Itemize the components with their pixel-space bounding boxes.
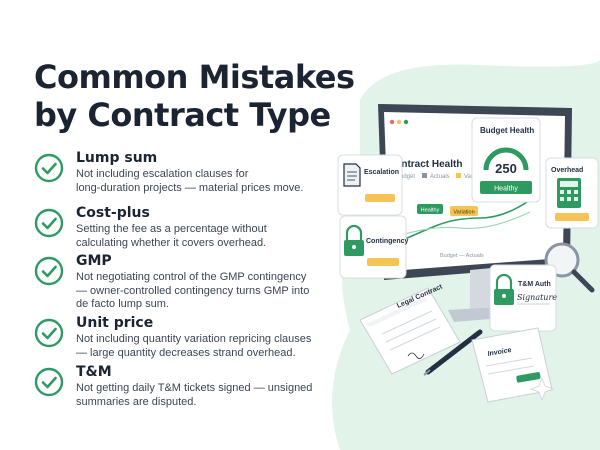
check-circle-icon — [34, 318, 64, 348]
tm-auth-label: T&M Auth — [518, 281, 551, 288]
calculator-icon — [557, 178, 581, 208]
page-title: Common Mistakes by Contract Type — [34, 58, 364, 134]
contingency-label: Contingency — [366, 238, 408, 245]
item-description: Not negotiating control of the GMP conti… — [76, 271, 310, 310]
check-circle-icon — [34, 367, 64, 397]
document-icon — [343, 163, 361, 187]
budget-health-card: Budget Health 250 Healthy — [471, 117, 541, 203]
overhead-card: Overhead — [545, 157, 599, 229]
legal-contract-paper: Legal Contract — [359, 283, 461, 375]
padlock-icon — [344, 224, 364, 256]
monitor-footer: Budget — Actuals — [440, 253, 484, 259]
monitor-header: Contract Health — [388, 159, 462, 170]
invoice-card: Invoice — [471, 327, 553, 403]
pen-icon — [423, 329, 483, 376]
item-title: Unit price — [76, 315, 154, 331]
tm-auth-signature: Signature — [517, 293, 557, 302]
escalation-label: Escalation — [364, 169, 399, 176]
title-line-2: by Contract Type — [34, 96, 331, 134]
legend-budget: Budget — [396, 174, 415, 180]
item-title: T&M — [76, 364, 112, 380]
overhead-label: Overhead — [551, 167, 583, 174]
item-description: Setting the fee as a percentage without … — [76, 223, 267, 249]
budget-health-label: Budget Health — [480, 126, 534, 135]
invoice-label: Invoice — [487, 347, 512, 358]
contingency-card: Contingency — [339, 215, 408, 279]
sparkle-icon — [529, 376, 555, 402]
padlock-icon — [494, 273, 514, 305]
check-circle-icon — [34, 256, 64, 286]
item-title: GMP — [76, 253, 112, 269]
item-description: Not getting daily T&M tickets signed — u… — [76, 382, 313, 408]
tag-variation: Variation — [453, 210, 474, 216]
check-circle-icon — [34, 208, 64, 238]
budget-health-status: Healthy — [494, 186, 518, 193]
gauge-icon — [483, 147, 529, 171]
item-title: Lump sum — [76, 150, 158, 166]
escalation-card: Escalation — [337, 154, 403, 216]
item-description: Not including quantity variation reprici… — [76, 333, 312, 359]
title-line-1: Common Mistakes — [34, 58, 355, 96]
check-circle-icon — [34, 153, 64, 183]
tag-healthy: Healthy — [421, 208, 440, 214]
legend-actuals: Actuals — [430, 174, 450, 180]
item-title: Cost-plus — [76, 205, 150, 221]
budget-health-value: 250 — [495, 161, 517, 176]
tm-auth-card: T&M Auth Signature — [489, 264, 557, 332]
item-description: Not including escalation clauses for lon… — [76, 168, 304, 194]
contract-illustration: Contract Health Budget Actuals Variation… — [332, 60, 600, 450]
